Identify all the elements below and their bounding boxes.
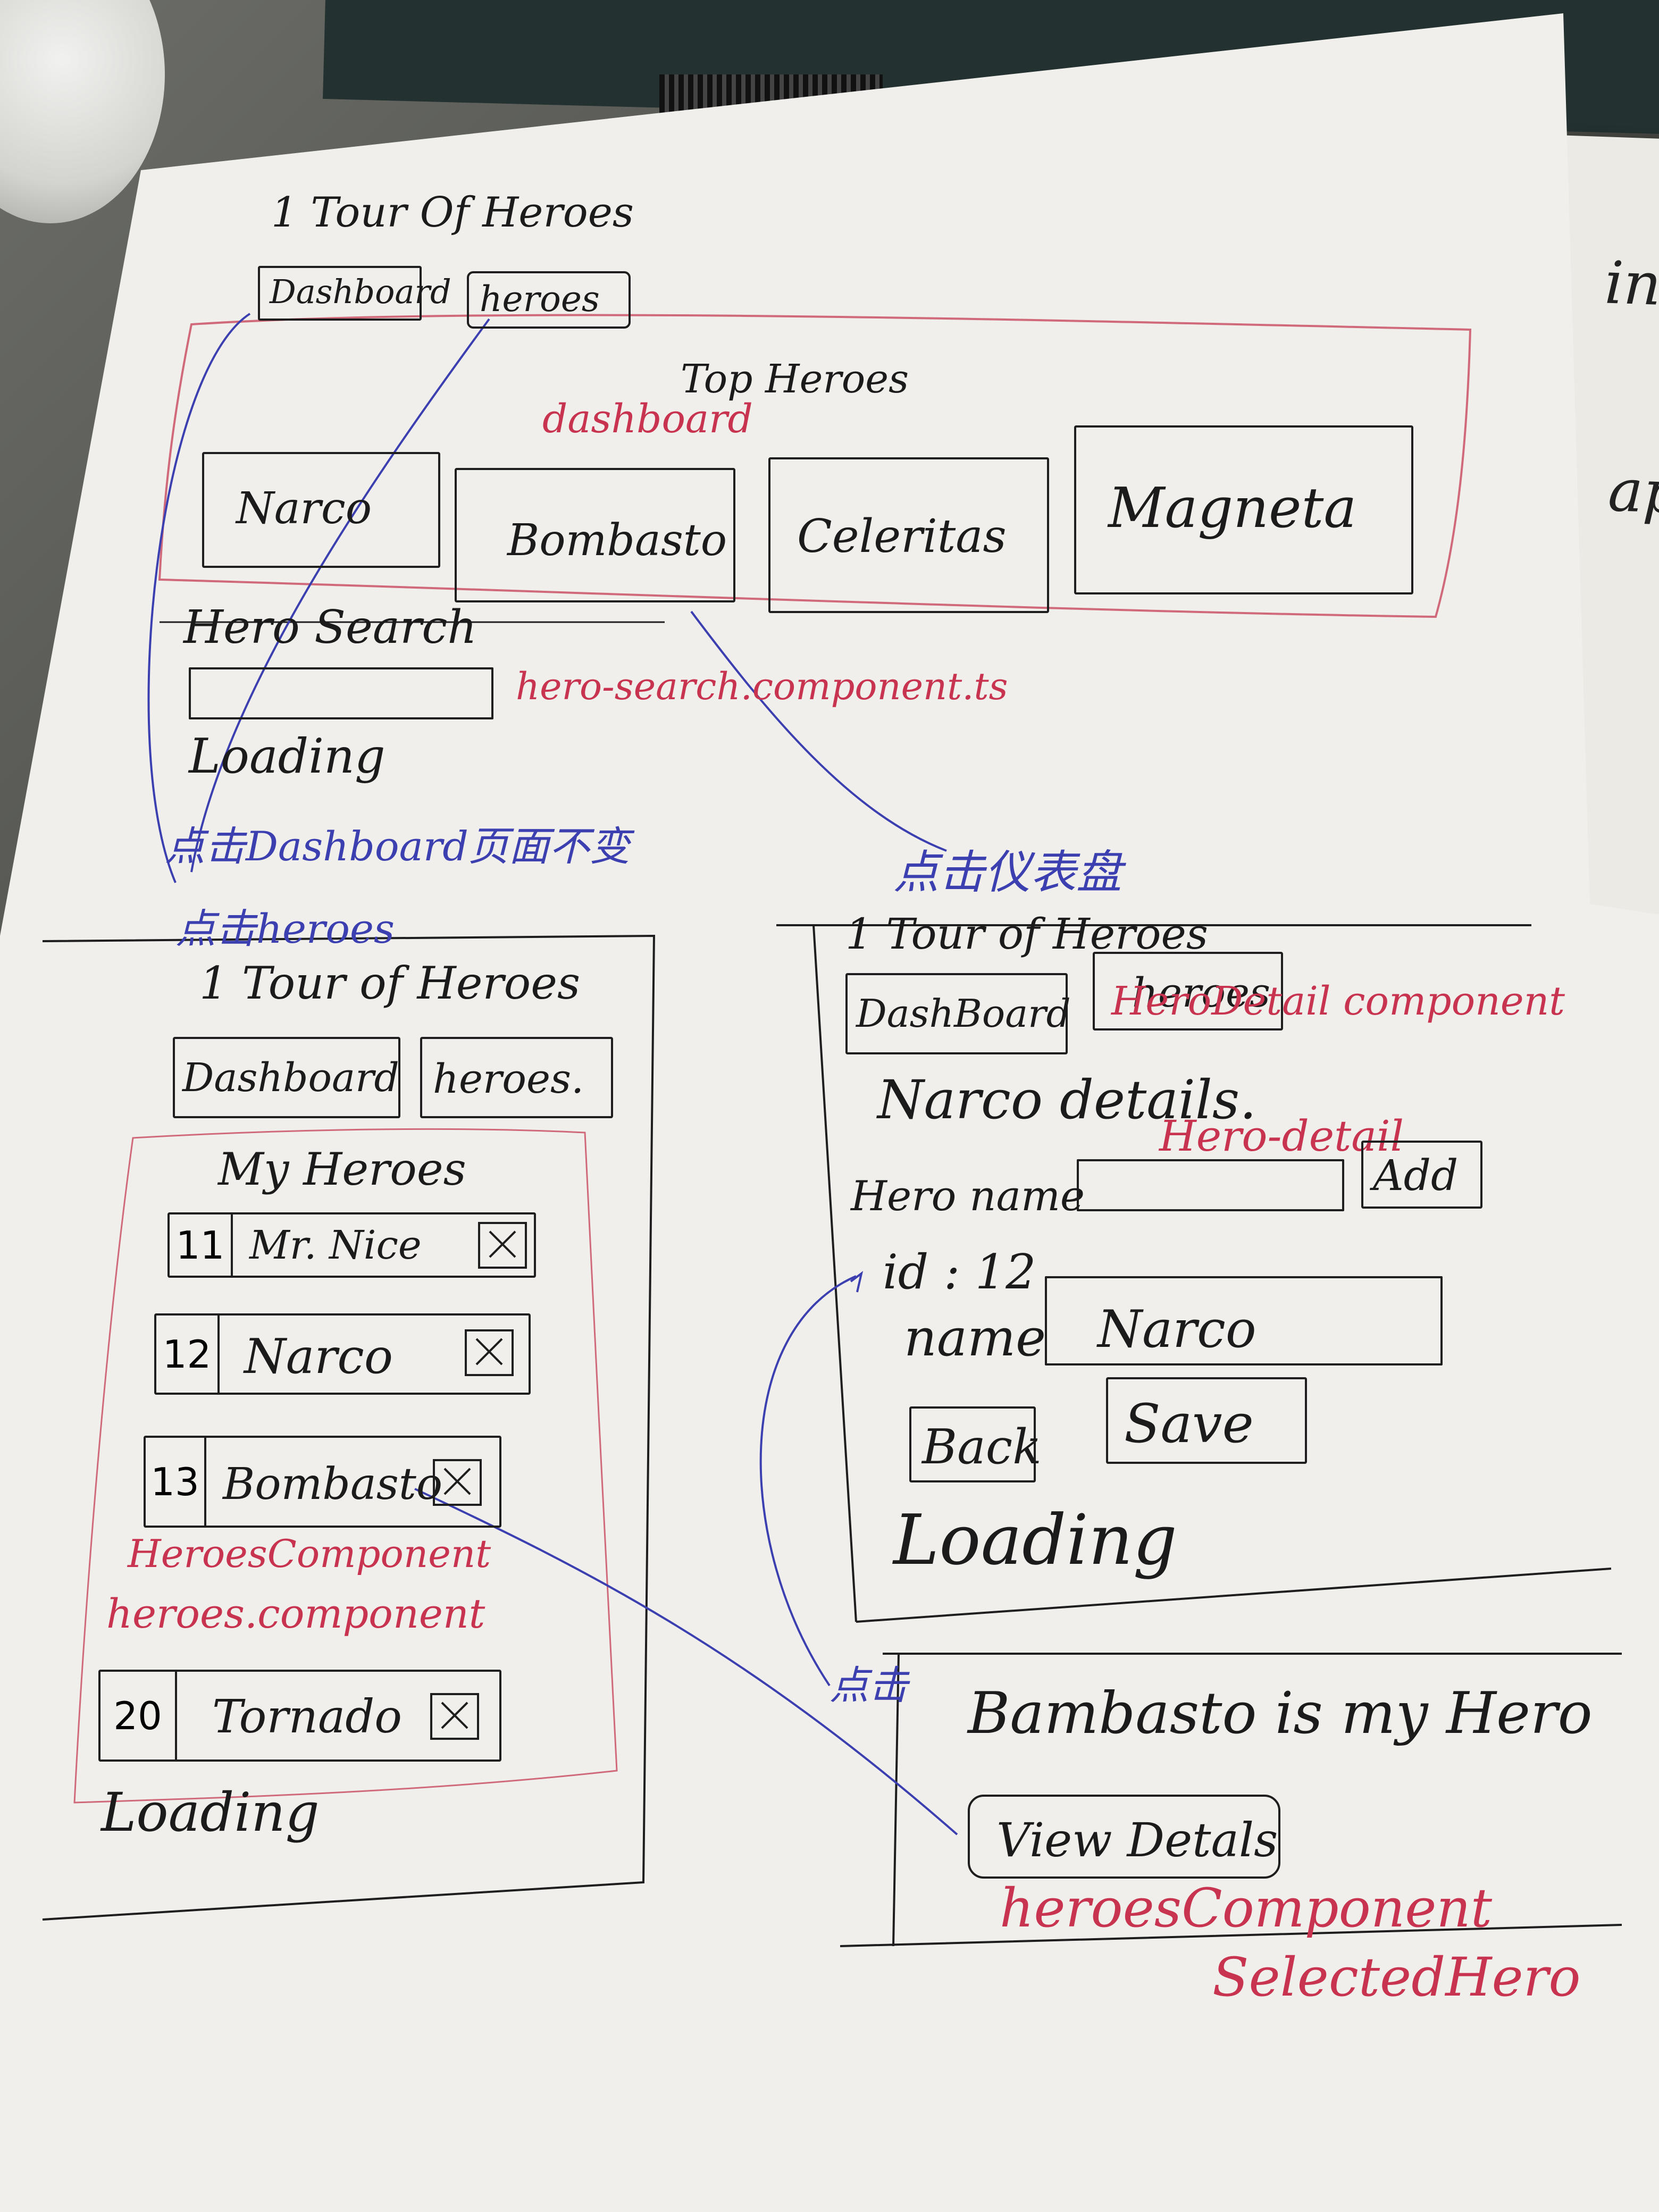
hero-list-item[interactable]: 13 Bombasto bbox=[144, 1436, 501, 1528]
delete-hero-icon[interactable] bbox=[433, 1459, 482, 1506]
heroes-loading-text: Loading bbox=[101, 1781, 320, 1844]
detail-app-title: 1 Tour of Heroes bbox=[845, 909, 1208, 959]
nav-heroes-label: heroes. bbox=[433, 1055, 584, 1102]
dashboard-loading-text: Loading bbox=[189, 728, 386, 784]
top-hero-card[interactable]: Narco bbox=[202, 452, 440, 568]
selected-note-1: heroesComponent bbox=[1000, 1877, 1493, 1939]
dashboard-note: dashboard bbox=[542, 396, 753, 442]
nav-dashboard-button[interactable]: DashBoard bbox=[845, 973, 1071, 1054]
hero-name-field[interactable]: Narco bbox=[1045, 1276, 1443, 1365]
back-button-label: Back bbox=[922, 1419, 1042, 1475]
hero-id-text: id : 12 bbox=[883, 1244, 1036, 1300]
hero-name-label: Hero name bbox=[851, 1172, 1085, 1220]
dashboard-region-outline bbox=[158, 314, 1472, 618]
hero-list-name: Tornado bbox=[212, 1690, 403, 1744]
nav-dashboard-label: DashBoard bbox=[856, 991, 1071, 1036]
selected-hero-message: Bambasto is my Hero bbox=[968, 1680, 1593, 1747]
detail-loading-text: Loading bbox=[893, 1499, 1177, 1580]
arrow-dashboard-to-detail bbox=[690, 610, 947, 852]
annotation-click: 点击 bbox=[830, 1663, 908, 1708]
heroes-note-2: heroes.component bbox=[106, 1590, 485, 1637]
save-button-label: Save bbox=[1124, 1393, 1254, 1455]
arrow-view-details-to-detail bbox=[759, 1275, 857, 1687]
hero-name-value: Narco bbox=[1097, 1300, 1256, 1359]
arrow-dashboard-click bbox=[147, 313, 251, 883]
delete-hero-icon[interactable] bbox=[478, 1222, 527, 1269]
hero-id-badge: 11 bbox=[170, 1214, 233, 1276]
hero-name-input[interactable] bbox=[1077, 1159, 1344, 1211]
selected-view-frame bbox=[840, 1653, 1622, 1947]
nav-heroes-button[interactable]: heroes bbox=[467, 271, 631, 329]
hero-list-item[interactable]: 11 Mr. Nice bbox=[167, 1212, 536, 1278]
nav-heroes-label: heroes bbox=[1132, 969, 1270, 1016]
nav-heroes-button[interactable]: heroes bbox=[1093, 952, 1283, 1030]
nav-dashboard-label: Dashboard bbox=[270, 272, 451, 311]
side-sheet-text-a: in bbox=[1603, 248, 1659, 319]
top-heroes-title: Top Heroes bbox=[681, 356, 909, 402]
view-details-button[interactable]: View Detals bbox=[968, 1795, 1280, 1879]
hero-search-label: Hero Search bbox=[183, 601, 477, 654]
top-hero-card[interactable]: Magneta bbox=[1074, 425, 1413, 594]
hero-list-name: Bombasto bbox=[223, 1459, 443, 1510]
top-hero-card[interactable]: Celeritas bbox=[768, 457, 1049, 613]
hero-list-name: Mr. Nice bbox=[249, 1222, 422, 1268]
detail-view-frame bbox=[776, 924, 1612, 1623]
annotation-click-dashboard: 点击Dashboard页面不变 bbox=[165, 823, 630, 870]
hero-list-name: Narco bbox=[244, 1329, 393, 1385]
nav-dashboard-label: Dashboard bbox=[182, 1055, 399, 1101]
delete-hero-icon[interactable] bbox=[430, 1693, 479, 1740]
side-sheet-text-b: app bbox=[1607, 456, 1659, 528]
nav-heroes-label: heroes bbox=[480, 279, 600, 320]
my-heroes-title: My Heroes bbox=[218, 1143, 466, 1195]
selected-note-2: SelectedHero bbox=[1212, 1946, 1581, 2008]
arrow-heroes-click bbox=[190, 318, 490, 873]
hero-id-badge: 13 bbox=[146, 1438, 206, 1526]
hero-name-field-label: name bbox=[904, 1308, 1046, 1368]
add-button[interactable]: Add bbox=[1361, 1141, 1482, 1209]
annotation-click-heroes: 点击heroes bbox=[175, 905, 395, 952]
detail-component-note: HeroDetail component bbox=[1111, 978, 1565, 1024]
nav-heroes-button[interactable]: heroes. bbox=[420, 1037, 613, 1118]
add-button-label: Add bbox=[1373, 1151, 1459, 1200]
top-hero-name: Bombasto bbox=[507, 515, 727, 566]
hero-list-item[interactable]: 12 Narco bbox=[154, 1313, 531, 1395]
arrowhead-icon bbox=[850, 1271, 864, 1293]
hero-search-note: hero-search.component.ts bbox=[516, 665, 1008, 708]
heroes-view-frame bbox=[42, 934, 656, 1921]
detail-heading: Narco details. bbox=[877, 1069, 1256, 1131]
hero-list-item[interactable]: 20 Tornado bbox=[98, 1670, 501, 1762]
top-hero-name: Magneta bbox=[1108, 475, 1357, 540]
top-hero-name: Narco bbox=[236, 483, 372, 534]
view-details-label: View Detals bbox=[996, 1813, 1278, 1867]
heroes-app-title: 1 Tour of Heroes bbox=[199, 957, 581, 1009]
hero-search-input[interactable] bbox=[189, 667, 493, 719]
hero-id-badge: 12 bbox=[156, 1316, 220, 1393]
hero-id-badge: 20 bbox=[100, 1672, 177, 1759]
nav-dashboard-button[interactable]: Dashboard bbox=[173, 1037, 400, 1118]
top-hero-name: Celeritas bbox=[797, 510, 1007, 563]
save-button[interactable]: Save bbox=[1106, 1377, 1307, 1464]
arrow-list-to-selected bbox=[414, 1488, 958, 1836]
heroes-list-region-outline bbox=[73, 1128, 618, 1804]
annotation-click-dashboard-cn: 点击仪表盘 bbox=[893, 846, 1122, 899]
back-button[interactable]: Back bbox=[909, 1406, 1042, 1482]
heroes-note-1: HeroesComponent bbox=[128, 1531, 491, 1576]
delete-hero-icon[interactable] bbox=[465, 1329, 514, 1376]
dashboard-app-title: 1 Tour Of Heroes bbox=[271, 189, 634, 237]
nav-dashboard-button[interactable]: Dashboard bbox=[258, 266, 451, 321]
top-hero-card[interactable]: Bombasto bbox=[455, 468, 735, 602]
